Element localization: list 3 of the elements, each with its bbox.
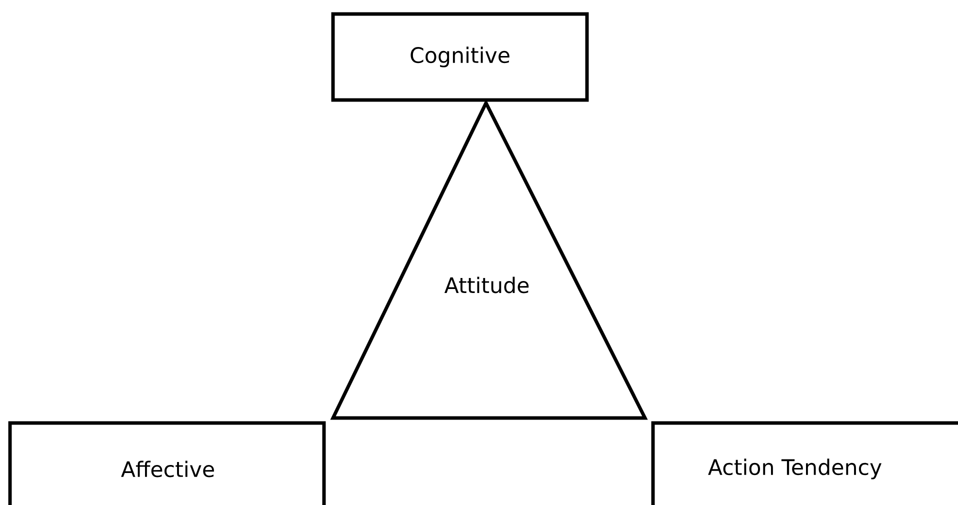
text-box: Cognitive	[331, 12, 589, 102]
text-box: Affective	[8, 421, 326, 505]
text-box: Action Tendency	[651, 421, 958, 505]
